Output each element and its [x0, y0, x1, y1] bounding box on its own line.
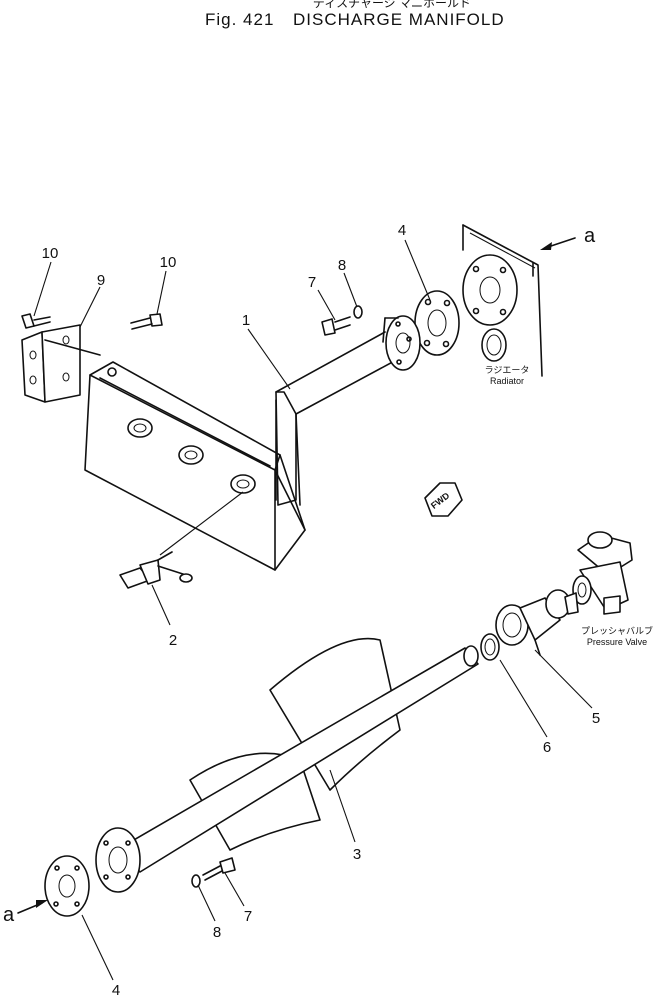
mounting-bracket [21, 324, 101, 403]
figure-number: Fig. 421 [205, 10, 274, 29]
bolt-bottom [202, 857, 236, 881]
gasket-bottom [44, 855, 90, 917]
callout-8-bottom: 8 [213, 924, 221, 941]
pressure-valve-label-jp: プレッシャバルブ [581, 625, 653, 636]
bolt-left [21, 313, 51, 329]
bolt-right [130, 313, 163, 330]
callout-4-bottom: 4 [112, 982, 120, 996]
washer-bottom [191, 874, 201, 888]
view-arrow-a-bottom: a [3, 900, 48, 926]
callout-10-right: 10 [160, 254, 177, 271]
view-arrow-a-top: a [540, 225, 596, 250]
callout-2: 2 [169, 632, 177, 649]
drain-cock [119, 551, 193, 589]
hose-clamp [480, 633, 500, 661]
figure-title: DISCHARGE MANIFOLD [293, 10, 505, 29]
callout-10-left: 10 [42, 245, 59, 262]
callout-4-top: 4 [398, 222, 406, 239]
callout-7-top: 7 [308, 274, 316, 291]
callout-6: 6 [543, 739, 551, 756]
radiator-panel [462, 224, 543, 377]
gasket-top [414, 290, 460, 356]
lower-pipe [95, 645, 479, 893]
pressure-valve [572, 531, 633, 615]
callout-8-top: 8 [338, 257, 346, 274]
radiator-label-en: Radiator [490, 376, 524, 386]
callout-9: 9 [97, 272, 105, 289]
bolt-top [321, 316, 351, 336]
title-japanese: ディスチャージ マニホールド [313, 0, 471, 10]
pressure-valve-label-en: Pressure Valve [587, 637, 647, 647]
fwd-arrow: FWD [424, 482, 463, 517]
washer-top [353, 305, 363, 319]
callout-3: 3 [353, 846, 361, 863]
hose-adapter [495, 589, 579, 656]
leader-lines [33, 239, 593, 981]
manifold-box [84, 361, 306, 571]
discharge-pipe [275, 315, 421, 506]
callout-7-bottom: 7 [244, 908, 252, 925]
callout-1: 1 [242, 312, 250, 329]
callout-5: 5 [592, 710, 600, 727]
view-label-a-bottom: a [3, 904, 15, 926]
radiator-label-jp: ラジエータ [485, 365, 530, 375]
view-label-a-top: a [584, 225, 596, 247]
